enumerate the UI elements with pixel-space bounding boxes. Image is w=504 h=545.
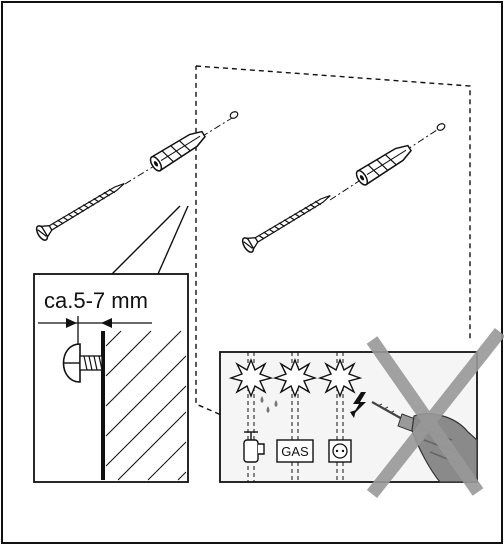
lightning-bolt-icon bbox=[352, 392, 366, 416]
callout-leader-left bbox=[111, 205, 181, 275]
wall-section-hatch bbox=[105, 330, 187, 481]
left-mounting-assembly bbox=[35, 111, 239, 241]
warning-panel: GAS bbox=[219, 327, 504, 499]
water-drop-icon bbox=[266, 406, 270, 413]
spark-burst-icon bbox=[228, 358, 274, 398]
drill-hole-marker-icon bbox=[436, 123, 446, 131]
dimension-arrow-right bbox=[101, 318, 112, 328]
wall-plug-icon bbox=[355, 144, 412, 186]
callout-leader-right bbox=[157, 205, 189, 275]
distance-label: ca.5-7 mm bbox=[44, 288, 148, 313]
screw-icon bbox=[241, 194, 331, 253]
electric-socket-icon bbox=[328, 439, 352, 463]
screw-icon bbox=[35, 182, 125, 241]
spark-burst-icon bbox=[272, 358, 318, 398]
distance-detail-callout: ca.5-7 mm bbox=[33, 205, 189, 483]
gas-icon bbox=[276, 439, 314, 463]
appliance-outline-dashed bbox=[195, 65, 471, 419]
drill-hole-marker-icon bbox=[229, 111, 239, 119]
gas-label: GAS bbox=[281, 444, 309, 459]
spark-burst-icon bbox=[317, 358, 363, 398]
prohibited-cross-icon bbox=[366, 327, 504, 499]
water-drop-icon bbox=[260, 396, 264, 403]
lightning-arrow-icon bbox=[350, 410, 356, 418]
right-mounting-assembly bbox=[241, 123, 446, 253]
dimension-arrow-left bbox=[66, 318, 77, 328]
wall-plug-icon bbox=[149, 130, 206, 172]
faucet-icon bbox=[243, 431, 265, 463]
water-drop-icon bbox=[274, 400, 278, 407]
screw-icon bbox=[62, 343, 103, 383]
